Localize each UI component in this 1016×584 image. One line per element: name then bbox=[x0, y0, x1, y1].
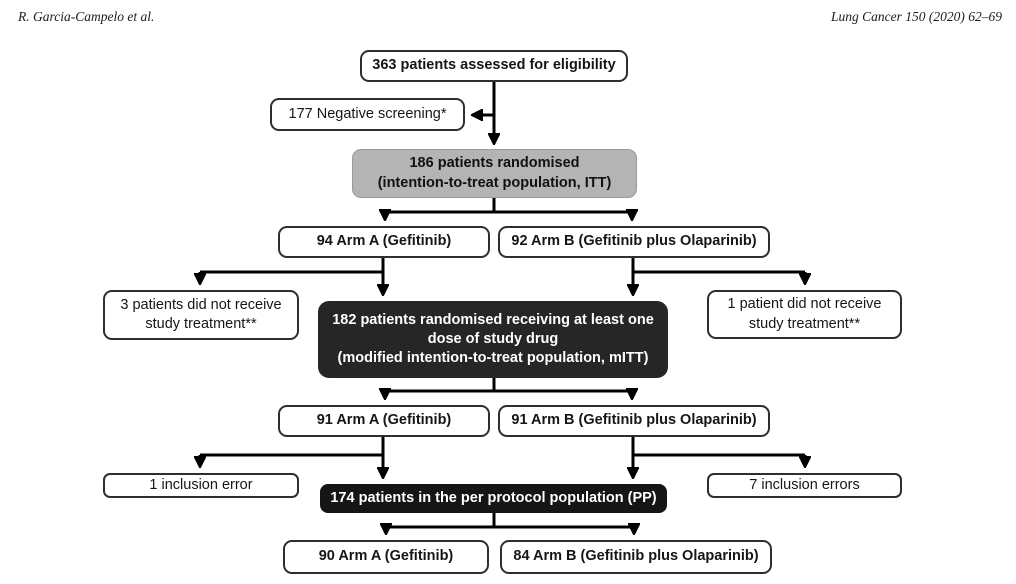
box-mitt-arm-a-text: 91 Arm A (Gefitinib) bbox=[316, 412, 452, 429]
box-eligibility-text: 363 patients assessed for eligibility bbox=[372, 57, 616, 74]
box-pp: 174 patients in the per protocol populat… bbox=[320, 484, 667, 513]
paper-authors: R. Garcia-Campelo et al. bbox=[18, 9, 155, 24]
box-randomised-line1: 186 patients randomised bbox=[409, 155, 580, 172]
box-no-treatment-arm-b: 1 patient did not receive study treatmen… bbox=[707, 290, 902, 339]
box-randomised-line2: (intention-to-treat population, ITT) bbox=[377, 174, 612, 191]
box-pp-arm-a: 90 Arm A (Gefitinib) bbox=[283, 540, 489, 574]
box-eligibility: 363 patients assessed for eligibility bbox=[360, 50, 628, 82]
box-pp-arm-b: 84 Arm B (Gefitinib plus Olaparinib) bbox=[500, 540, 772, 574]
box-no-treatment-b-line1: 1 patient did not receive bbox=[727, 296, 882, 313]
box-no-treatment-a-line1: 3 patients did not receive bbox=[120, 296, 282, 313]
box-negative-screening-text: 177 Negative screening* bbox=[288, 105, 447, 122]
box-no-treatment-a-line2: study treatment** bbox=[145, 316, 257, 332]
box-mitt-line1: 182 patients randomised receiving at lea… bbox=[332, 311, 654, 328]
box-no-treatment-b-line2: study treatment** bbox=[748, 315, 861, 332]
box-pp-text: 174 patients in the per protocol populat… bbox=[330, 489, 657, 506]
box-randomised-itt: 186 patients randomised (intention-to-tr… bbox=[352, 149, 637, 198]
box-pp-arm-a-text: 90 Arm A (Gefitinib) bbox=[318, 548, 454, 565]
box-mitt-arm-b-text: 91 Arm B (Gefitinib plus Olaparinib) bbox=[511, 412, 757, 429]
box-no-treatment-arm-a: 3 patients did not receive study treatme… bbox=[103, 290, 299, 340]
box-negative-screening: 177 Negative screening* bbox=[270, 98, 465, 131]
box-mitt-arm-a: 91 Arm A (Gefitinib) bbox=[278, 405, 490, 437]
box-mitt-line3: (modified intention-to-treat population,… bbox=[337, 350, 649, 367]
box-inclusion-error-a: 1 inclusion error bbox=[103, 473, 299, 498]
box-inclusion-error-a-text: 1 inclusion error bbox=[149, 476, 253, 493]
box-inclusion-error-b: 7 inclusion errors bbox=[707, 473, 902, 498]
box-itt-arm-b: 92 Arm B (Gefitinib plus Olaparinib) bbox=[498, 226, 770, 258]
box-mitt-arm-b: 91 Arm B (Gefitinib plus Olaparinib) bbox=[498, 405, 770, 437]
box-mitt: 182 patients randomised receiving at lea… bbox=[318, 301, 668, 378]
box-itt-arm-a-text: 94 Arm A (Gefitinib) bbox=[316, 233, 452, 250]
box-itt-arm-b-text: 92 Arm B (Gefitinib plus Olaparinib) bbox=[511, 233, 757, 250]
box-mitt-line2: dose of study drug bbox=[427, 330, 559, 347]
journal-reference: Lung Cancer 150 (2020) 62–69 bbox=[831, 9, 1002, 24]
box-pp-arm-b-text: 84 Arm B (Gefitinib plus Olaparinib) bbox=[513, 548, 759, 565]
box-itt-arm-a: 94 Arm A (Gefitinib) bbox=[278, 226, 490, 258]
box-inclusion-error-b-text: 7 inclusion errors bbox=[749, 476, 860, 493]
connector-lines bbox=[200, 82, 805, 534]
